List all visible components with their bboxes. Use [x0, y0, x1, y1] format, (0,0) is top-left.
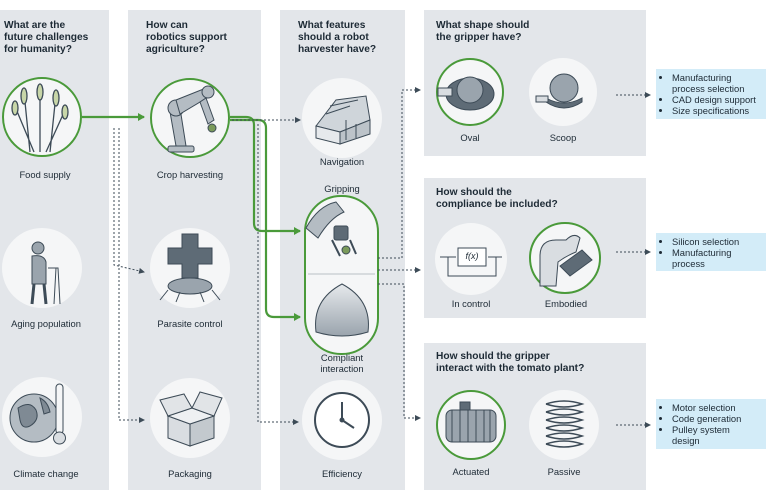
question-challenges: What are the future challenges for human… — [4, 20, 89, 55]
crop-harvesting-circle — [150, 78, 230, 158]
formula-label: f(x) — [465, 251, 479, 261]
soft-pad-icon — [315, 283, 369, 337]
control-loop-icon — [440, 247, 502, 277]
bullet-item: Silicon selection — [672, 236, 762, 247]
label-embodied: Embodied — [544, 298, 588, 309]
question-compliance: How should the compliance be included? — [436, 187, 558, 210]
dotted-connectors — [113, 87, 651, 428]
bullets-interaction: Motor selection Code generation Pulley s… — [656, 399, 766, 449]
bullet-item: Manufacturing process selection — [672, 72, 762, 94]
bullet-item: Code generation — [672, 413, 762, 424]
bullet-item: Motor selection — [672, 402, 762, 413]
bullet-item: Pulley system design — [672, 424, 762, 446]
label-passive: Passive — [547, 466, 581, 477]
label-aging-population: Aging population — [11, 318, 81, 329]
scoop-gripper-icon — [535, 73, 583, 109]
label-actuated: Actuated — [452, 466, 490, 477]
bullet-item: CAD design support — [672, 94, 762, 105]
question-features: What features should a robot harvester h… — [298, 20, 377, 55]
label-efficiency: Efficiency — [322, 468, 362, 479]
question-interaction: How should the gripper interact with the… — [436, 351, 585, 374]
gripper-icon — [305, 201, 357, 257]
label-in-control: In control — [451, 298, 491, 309]
oval-gripper-icon — [437, 76, 495, 111]
label-navigation: Navigation — [319, 156, 365, 167]
label-compliant-interaction: Compliant interaction — [320, 352, 364, 374]
bullet-item: Manufacturing process — [672, 247, 762, 269]
globe-thermometer-icon — [9, 383, 66, 445]
spring-icon — [545, 400, 585, 448]
cross-insect-icon — [159, 233, 221, 303]
question-robotics: How can robotics support agriculture? — [146, 20, 227, 55]
pump-icon — [445, 401, 497, 443]
label-scoop: Scoop — [549, 132, 577, 143]
label-crop-harvesting: Crop harvesting — [156, 169, 224, 180]
bullets-compliance: Silicon selection Manufacturing process — [656, 233, 766, 271]
label-food-supply: Food supply — [19, 169, 71, 180]
label-climate-change: Climate change — [13, 468, 79, 479]
elderly-walker-icon — [30, 241, 61, 305]
question-gripper-shape: What shape should the gripper have? — [436, 20, 530, 43]
robot-arm-icon — [167, 85, 217, 153]
clock-icon — [314, 392, 370, 448]
box-icon — [159, 391, 223, 447]
bullet-item: Size specifications — [672, 105, 762, 116]
wheat-icon — [11, 83, 69, 153]
greenhouse-icon — [315, 95, 371, 145]
label-packaging: Packaging — [168, 468, 212, 479]
bullets-gripper-shape: Manufacturing process selection CAD desi… — [656, 69, 766, 119]
label-parasite-control: Parasite control — [157, 318, 223, 329]
label-oval: Oval — [460, 132, 480, 143]
label-gripping: Gripping — [324, 183, 360, 194]
soft-arm-icon — [539, 234, 593, 287]
